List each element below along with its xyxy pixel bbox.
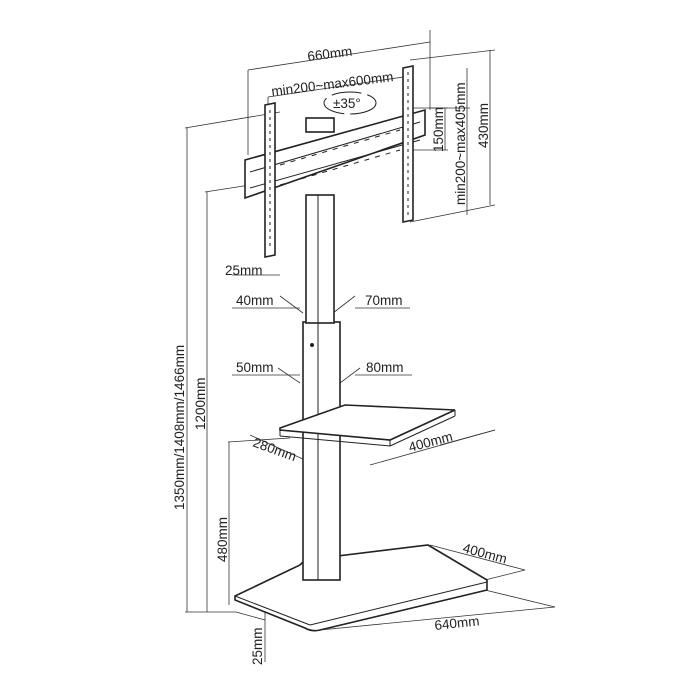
label-base-depth: 400mm (461, 540, 508, 566)
label-upper-pole-depth: 70mm (365, 293, 403, 308)
label-total-height: 1350mm/1408mm/1466mm (172, 345, 187, 510)
label-overall-width: 660mm (307, 44, 354, 64)
label-bracket-height: 430mm (476, 103, 491, 148)
label-lower-pole-depth: 80mm (366, 360, 404, 375)
label-shelf-width: 400mm (407, 429, 454, 455)
label-tilt-gap: 25mm (225, 263, 263, 278)
dimension-lines (184, 30, 556, 662)
label-base-thickness: 25mm (250, 627, 265, 665)
label-vesa-height: min200~max405mm (453, 82, 468, 205)
swivel-arrow-icon (323, 91, 377, 115)
bracket-slots (269, 72, 409, 250)
label-upper-pole-width: 40mm (236, 293, 274, 308)
pole-lock-screw (310, 343, 314, 347)
glass-shelf (279, 404, 456, 447)
label-mount-height: 1200mm (193, 377, 208, 430)
vesa-bracket (244, 65, 426, 258)
label-bracket-spacing: 150mm (431, 107, 446, 152)
base-plate (234, 544, 488, 632)
label-base-width: 640mm (434, 613, 480, 633)
pole (302, 194, 341, 581)
label-shelf-height: 480mm (215, 517, 230, 562)
dimension-labels: 660mm min200~max600mm ±35° 150mm min200~… (172, 44, 509, 665)
label-swivel: ±35° (333, 96, 361, 111)
label-lower-pole-width: 50mm (236, 360, 274, 375)
